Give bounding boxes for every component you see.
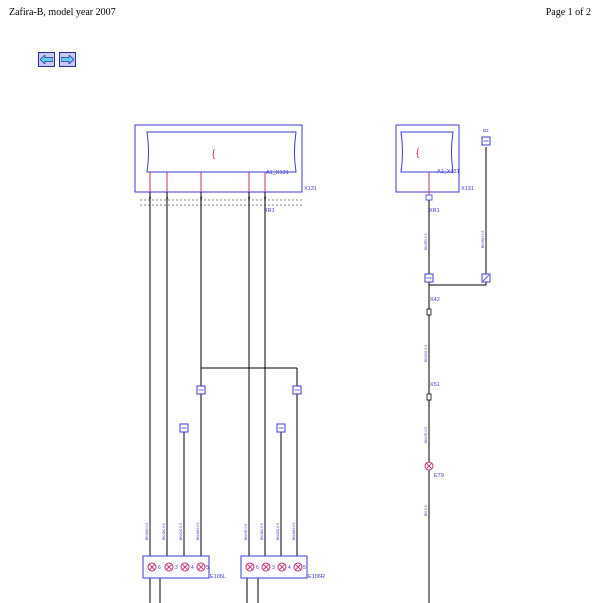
lamp-group-right: 6 3 4 5 E106R <box>240 555 325 580</box>
arrow-right-icon <box>61 55 74 64</box>
lamp-group-left: 6 3 4 5 E106L <box>142 555 226 580</box>
ground-label: XR1 <box>429 208 440 214</box>
connector-label: B3 <box>483 128 489 133</box>
module-symbol: { <box>212 149 216 160</box>
lamp-group-label: E106L <box>210 574 226 580</box>
right-module: { A1_X131 X131 XR1 <box>395 124 474 214</box>
lamp-e79: E79 <box>424 461 444 479</box>
navigation-bar <box>38 52 76 67</box>
arrow-left-icon <box>40 55 53 64</box>
wire-label: BN/OG 0.5 <box>424 345 428 362</box>
wire-label: BN/OG 0.5 <box>276 523 280 540</box>
wire-label: BK/GN 0.5 <box>162 523 166 540</box>
module-name: A1_X131 <box>266 170 289 176</box>
wire-label: BK/RD 0.5 <box>424 233 428 250</box>
wire-label: BN 0.5 <box>424 505 428 516</box>
lamp-number: 4 <box>288 565 291 571</box>
lamp-number: 5 <box>206 565 209 571</box>
wire-label: BN/WH 0.5 <box>196 522 200 540</box>
wire-label: BN/YE 0.5 <box>244 524 248 540</box>
left-module: { A1_X131 X131 XR1 6 4 3 6 5 <box>134 124 317 214</box>
wire-label: BN/WH 0.5 <box>481 230 485 248</box>
lamp-number: 6 <box>256 565 259 571</box>
lamp-label: E79 <box>434 473 444 479</box>
lamp-number: 3 <box>175 565 178 571</box>
splice-label: X51 <box>430 382 440 388</box>
page-title: Zafira-B, model year 2007 <box>9 7 116 18</box>
page-number: Page 1 of 2 <box>545 7 591 18</box>
lamp-number: 6 <box>158 565 161 571</box>
connector-label: X131 <box>304 186 317 192</box>
lamp-group-label: E106R <box>308 574 325 580</box>
wire-label: BK/WH 0.5 <box>145 523 149 540</box>
connector-b3: B3 <box>481 128 491 146</box>
lamp-number: 5 <box>303 565 306 571</box>
ground-label: XR1 <box>264 208 275 214</box>
back-button[interactable] <box>38 52 55 67</box>
wire-label: BN/OG 0.5 <box>179 523 183 540</box>
wire-label: BN/WH 0.5 <box>292 522 296 540</box>
module-symbol: { <box>416 148 420 159</box>
forward-button[interactable] <box>59 52 76 67</box>
lamp-number: 3 <box>272 565 275 571</box>
wire-label: BN/YE 0.5 <box>424 427 428 443</box>
connector-label: X131 <box>461 186 474 192</box>
wire-label: BK/GN 0.5 <box>260 523 264 540</box>
splice-label: X42 <box>430 297 440 303</box>
module-name: A1_X131 <box>437 169 460 175</box>
lamp-number: 4 <box>191 565 194 571</box>
